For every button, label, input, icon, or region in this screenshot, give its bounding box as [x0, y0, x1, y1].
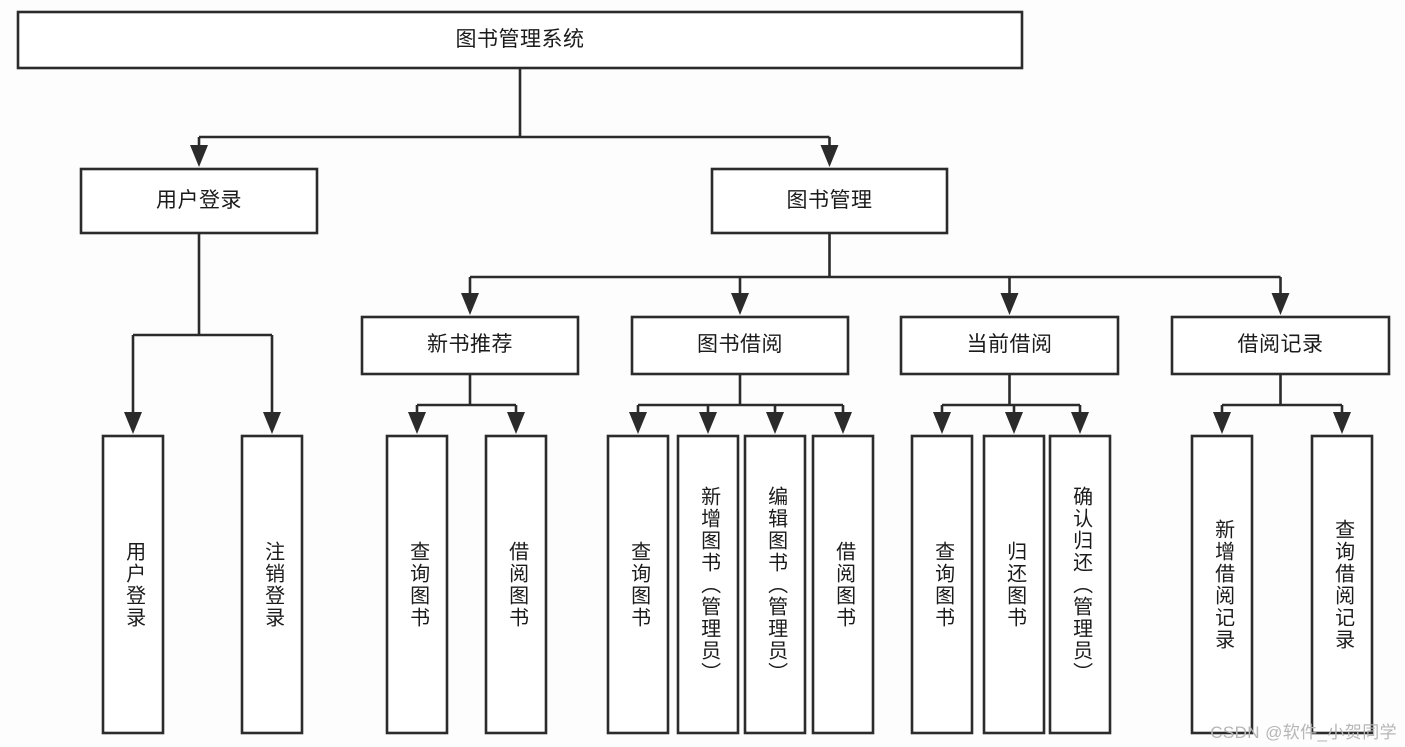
node-box-book-borrow[interactable] [630, 315, 850, 376]
arrow-head-icon [699, 412, 717, 434]
arrow-head-icon [933, 412, 951, 434]
arrow-head-icon [461, 293, 479, 315]
arrow-head-icon [1333, 412, 1351, 434]
connector-layer [124, 68, 1351, 434]
node-box-user-login[interactable] [79, 167, 319, 235]
node-box-leaf-user-login[interactable] [101, 434, 165, 735]
node-box-leaf-query-book-2[interactable] [606, 434, 670, 735]
arrow-head-icon [1005, 412, 1023, 434]
arrow-head-icon [263, 412, 281, 434]
arrow-head-icon [190, 145, 208, 167]
arrow-head-icon [1271, 293, 1290, 315]
arrow-head-icon [1071, 412, 1089, 434]
arrow-head-icon [820, 145, 839, 167]
csdn-watermark: CSDN @软件_小贺同学 [1210, 723, 1397, 742]
node-box-book-manage[interactable] [710, 167, 949, 235]
arrow-head-icon [1000, 293, 1019, 315]
node-box-leaf-add-book[interactable] [676, 434, 740, 735]
arrow-head-icon [124, 412, 142, 434]
arrow-head-icon [766, 412, 784, 434]
node-box-layer [16, 10, 1391, 735]
node-box-leaf-add-record[interactable] [1190, 434, 1254, 735]
node-box-leaf-return-book[interactable] [982, 434, 1046, 735]
node-box-leaf-query-book-1[interactable] [385, 434, 449, 735]
arrow-head-icon [834, 412, 852, 434]
arrow-head-icon [1213, 412, 1231, 434]
node-box-leaf-edit-book[interactable] [743, 434, 807, 735]
node-box-leaf-borrow-book-2[interactable] [811, 434, 875, 735]
node-box-leaf-query-book-3[interactable] [910, 434, 974, 735]
node-box-leaf-logout[interactable] [240, 434, 304, 735]
arrow-head-icon [507, 412, 525, 434]
node-box-new-book-rec[interactable] [360, 315, 580, 376]
node-box-leaf-query-record[interactable] [1310, 434, 1374, 735]
arrow-head-icon [629, 412, 647, 434]
node-box-leaf-borrow-book-1[interactable] [484, 434, 548, 735]
arrow-head-icon [408, 412, 426, 434]
node-box-current-borrow[interactable] [899, 315, 1120, 376]
arrow-head-icon [731, 293, 749, 315]
node-box-borrow-record[interactable] [1170, 315, 1391, 376]
node-box-leaf-confirm-return[interactable] [1048, 434, 1112, 735]
node-box-root[interactable] [16, 10, 1024, 70]
